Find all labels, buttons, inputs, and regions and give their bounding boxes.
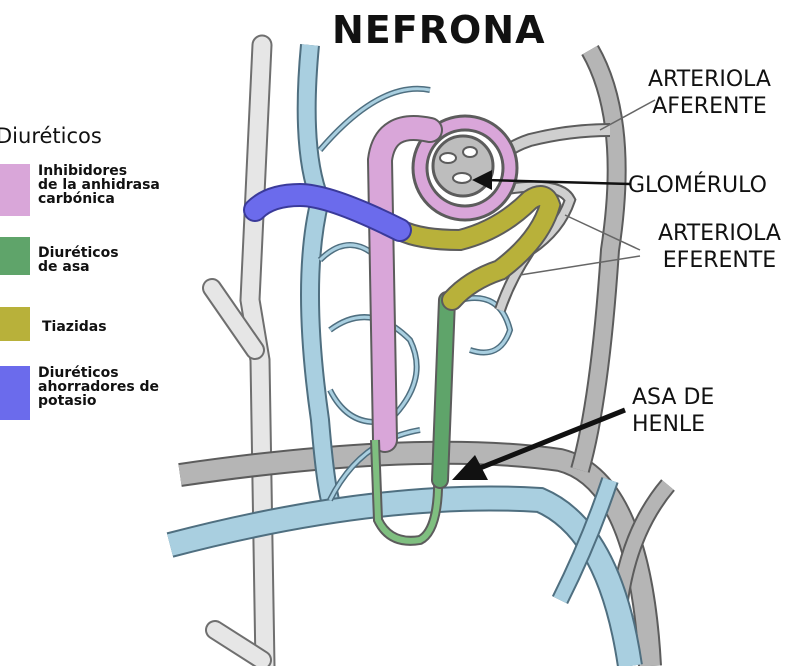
glomerulus-loop bbox=[439, 152, 457, 164]
pointer-aferente bbox=[599, 99, 656, 131]
proximal-tubule-fill bbox=[368, 117, 441, 451]
pointer-eferente-2 bbox=[519, 255, 641, 276]
label-glomerulo: GLOMÉRULO bbox=[628, 173, 767, 198]
legend-title: Diuréticos bbox=[0, 124, 102, 148]
diagram-title: NEFRONA bbox=[332, 8, 546, 52]
legend-label-inhibidores: Inhibidores de la anhidrasa carbónica bbox=[38, 163, 160, 207]
legend-swatch-green bbox=[0, 237, 30, 275]
legend-swatch-pink bbox=[0, 164, 30, 216]
glomerulus-loop bbox=[462, 146, 478, 158]
distal-tubule-fill bbox=[391, 187, 560, 309]
pointer-henle bbox=[474, 407, 626, 473]
pointer-eferente-1 bbox=[564, 214, 641, 251]
loop-of-henle-thick-fill bbox=[433, 293, 454, 487]
loop-of-henle-thin-fill bbox=[372, 439, 442, 544]
arrowhead-glomerulo bbox=[472, 170, 492, 190]
label-arteriola-eferente: ARTERIOLA EFERENTE bbox=[658, 221, 781, 273]
left-white-branch-fill bbox=[204, 280, 263, 358]
legend-label-tiazidas: Tiazidas bbox=[42, 319, 107, 335]
glomerulus-tuft bbox=[431, 134, 495, 198]
label-arteriola-aferente: ARTERIOLA AFERENTE bbox=[648, 67, 771, 119]
legend-label-ahorradores: Diuréticos ahorradores de potasio bbox=[38, 365, 160, 409]
arrowhead-henle bbox=[452, 455, 488, 480]
label-asa-de-henle: ASA DE HENLE bbox=[632, 385, 715, 437]
legend-label-asa: Diuréticos de asa bbox=[38, 245, 119, 275]
collecting-duct-fill bbox=[245, 184, 410, 240]
left-white-branch-2-fill bbox=[207, 622, 270, 666]
gray-right-vessel-fill bbox=[572, 46, 625, 473]
legend-swatch-blue bbox=[0, 366, 30, 420]
glomerulus-loop bbox=[452, 172, 472, 184]
legend-swatch-olive bbox=[0, 307, 30, 341]
blue-vessel-network bbox=[166, 44, 643, 666]
pointer-glomerulo bbox=[484, 178, 631, 186]
